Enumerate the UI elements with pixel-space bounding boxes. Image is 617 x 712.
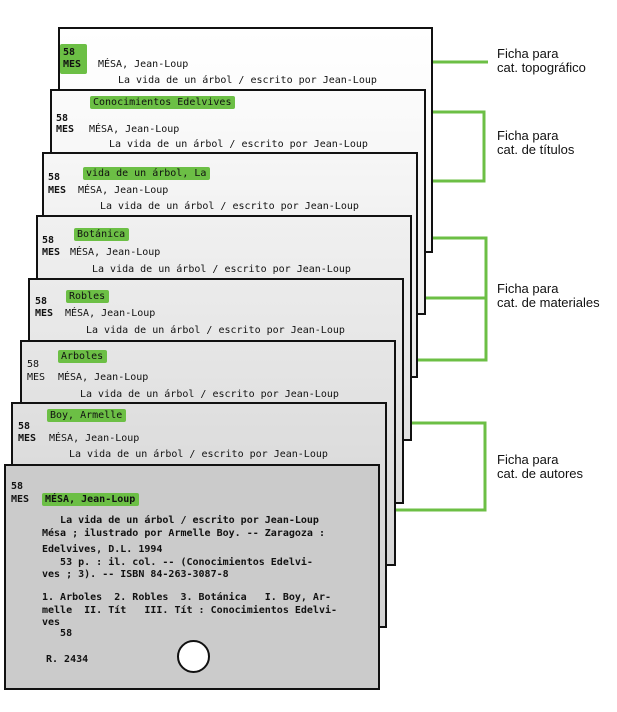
- tracing-line: melle II. Tít III. Tít : Conocimientos E…: [42, 605, 338, 616]
- title-line: La vida de un árbol / escrito por Jean-L…: [80, 389, 339, 400]
- call-number: MES: [18, 433, 37, 444]
- title-line: La vida de un árbol / escrito por Jean-L…: [118, 75, 377, 86]
- tracing-line: ves: [42, 617, 61, 628]
- main-entry: MÉSA, Jean-Loup: [70, 247, 161, 258]
- body-line: Edelvives, D.L. 1994: [42, 544, 163, 555]
- call-number: MES: [48, 185, 67, 196]
- call-number: 58: [56, 113, 69, 124]
- connector-titulos: [433, 110, 486, 183]
- label-autores: Ficha para cat. de autores: [497, 453, 583, 481]
- label-line: cat. de títulos: [497, 142, 575, 157]
- call-number: 58: [27, 359, 40, 370]
- card-punch-hole: [177, 640, 210, 673]
- label-line: Ficha para: [497, 281, 559, 296]
- call-number: MES: [63, 59, 82, 70]
- call-number: MES: [42, 247, 61, 258]
- main-entry: MÉSA, Jean-Loup: [58, 372, 149, 383]
- call-number: 58: [18, 421, 31, 432]
- label-line: Ficha para: [497, 128, 559, 143]
- heading-highlight: Conocimientos Edelvives: [90, 96, 236, 109]
- label-materiales: Ficha para cat. de materiales: [497, 282, 600, 310]
- call-number: 58: [11, 481, 24, 492]
- title-line: La vida de un árbol / escrito por Jean-L…: [92, 264, 351, 275]
- title-line: La vida de un árbol / escrito por Jean-L…: [86, 325, 345, 336]
- call-number: MES: [27, 372, 46, 383]
- tracing-line: 58: [42, 628, 73, 639]
- label-topografico: Ficha para cat. topográfico: [497, 47, 586, 75]
- main-entry: MÉSA, Jean-Loup: [89, 124, 180, 135]
- call-number: 58: [42, 235, 55, 246]
- tracing-line: 1. Arboles 2. Robles 3. Botánica I. Boy,…: [42, 592, 331, 603]
- heading-highlight: Arboles: [58, 350, 108, 363]
- label-line: Ficha para: [497, 452, 559, 467]
- call-number: MES: [35, 308, 54, 319]
- call-number: MES: [11, 494, 30, 505]
- heading-highlight: Botánica: [74, 228, 130, 241]
- main-entry: MÉSA, Jean-Loup: [78, 185, 169, 196]
- call-number-highlight: 58 MES: [60, 44, 88, 74]
- catalog-card-autor-principal: 58 MES MÉSA, Jean-Loup La vida de un árb…: [4, 464, 380, 690]
- main-entry: MÉSA, Jean-Loup: [49, 433, 140, 444]
- title-line: La vida de un árbol / escrito por Jean-L…: [69, 449, 328, 460]
- main-entry-highlight: MÉSA, Jean-Loup: [42, 493, 140, 506]
- call-number: 58: [63, 47, 76, 58]
- heading-highlight: vida de un árbol, La: [83, 167, 211, 180]
- call-number: 58: [48, 172, 61, 183]
- main-entry: MÉSA, Jean-Loup: [98, 59, 189, 70]
- label-line: cat. topográfico: [497, 60, 586, 75]
- label-titulos: Ficha para cat. de títulos: [497, 129, 574, 157]
- registry-number: R. 2434: [46, 654, 89, 665]
- title-line: La vida de un árbol / escrito por Jean-L…: [109, 139, 368, 150]
- label-line: cat. de materiales: [497, 295, 600, 310]
- heading-highlight: Boy, Armelle: [47, 409, 127, 422]
- label-line: Ficha para: [497, 46, 559, 61]
- body-line: ves ; 3). -- ISBN 84-263-3087-8: [42, 569, 229, 580]
- body-line: 53 p. : il. col. -- (Conocimientos Edelv…: [42, 557, 313, 568]
- label-line: cat. de autores: [497, 466, 583, 481]
- heading-highlight: Robles: [66, 290, 110, 303]
- title-line: La vida de un árbol / escrito por Jean-L…: [100, 201, 359, 212]
- connector-autores: [396, 421, 487, 512]
- main-entry: MÉSA, Jean-Loup: [65, 308, 156, 319]
- call-number: 58: [35, 296, 48, 307]
- body-line: Mésa ; ilustrado por Armelle Boy. -- Zar…: [42, 528, 325, 539]
- call-number: MES: [56, 124, 75, 135]
- body-line: La vida de un árbol / escrito por Jean-L…: [42, 515, 319, 526]
